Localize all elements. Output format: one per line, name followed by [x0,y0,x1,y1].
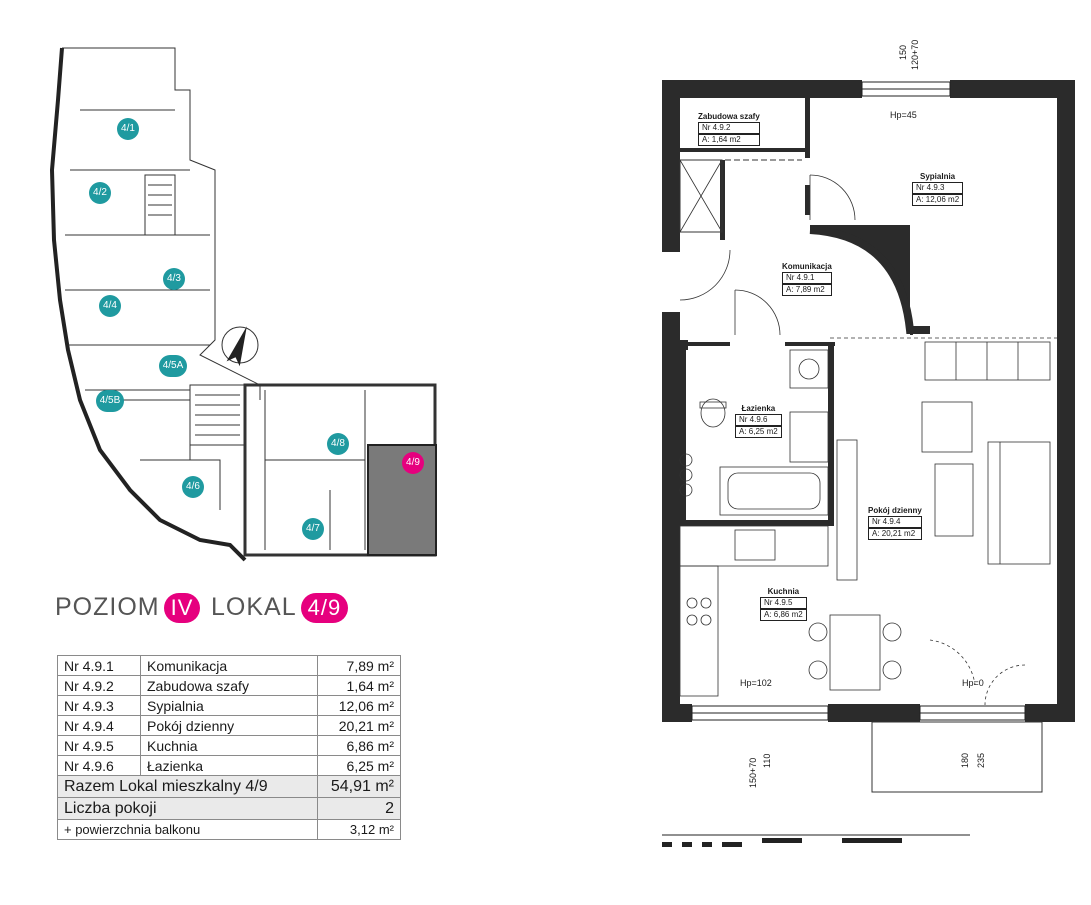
apartment-plan: 150 120+70 Hp=45 Hp=102 Hp=0 150+70 110 … [640,30,1080,890]
room-area: A: 6,86 m2 [760,609,807,621]
room-number: Nr 4.9.3 [912,182,964,194]
total-value: 54,91 m² [317,775,401,798]
room-number-cell: Nr 4.9.1 [57,655,141,676]
dim-bot-150: 150+70 [748,757,758,788]
table-row: Nr 4.9.6 Łazienka 6,25 m² [57,755,401,776]
balcony-row: + powierzchnia balkonu 3,12 m² [57,819,401,840]
room-name: Pokój dzienny [868,506,922,515]
room-label-pokoj-dzienny: Pokój dzienny Nr 4.9.4 A: 20,21 m2 [868,506,922,540]
table-row: Nr 4.9.5 Kuchnia 6,86 m² [57,735,401,756]
room-label-kuchnia: Kuchnia Nr 4.9.5 A: 6,86 m2 [760,587,807,621]
level-value-badge: IV [163,593,201,623]
room-label-komunikacja: Komunikacja Nr 4.9.1 A: 7,89 m2 [782,262,832,296]
room-number: Nr 4.9.6 [735,414,782,426]
table-row: Nr 4.9.3 Sypialnia 12,06 m² [57,695,401,716]
room-number: Nr 4.9.2 [698,122,760,134]
unit-badge-4-5b[interactable]: 4/5B [96,390,124,412]
room-area: A: 20,21 m2 [868,528,922,540]
room-name: Zabudowa szafy [698,112,760,121]
north-arrow-icon [221,326,259,367]
unit-badge-4-7[interactable]: 4/7 [302,518,324,540]
room-label-lazienka: Łazienka Nr 4.9.6 A: 6,25 m2 [735,404,782,438]
dim-hp0: Hp=0 [962,678,984,688]
dim-bot-180: 180 [960,752,970,768]
room-area-cell: 1,64 m² [317,675,401,696]
room-label-sypialnia: Sypialnia Nr 4.9.3 A: 12,06 m2 [912,172,964,206]
unit-badge-4-3[interactable]: 4/3 [163,268,185,290]
balcony-value: 3,12 m² [317,819,401,840]
room-number: Nr 4.9.5 [760,597,807,609]
key-plan: 4/1 4/2 4/3 4/4 4/5A 4/5B 4/6 4/7 4/8 4/… [40,40,450,580]
dim-bot-110: 110 [762,753,772,768]
area-table: Nr 4.9.1 Komunikacja 7,89 m² Nr 4.9.2 Za… [57,655,401,840]
balcony-label: + powierzchnia balkonu [57,819,318,840]
room-area-cell: 6,86 m² [317,735,401,756]
rooms-count-row: Liczba pokoji 2 [57,797,401,820]
room-area: A: 1,64 m2 [698,134,760,146]
room-number: Nr 4.9.1 [782,272,832,284]
room-name-cell: Sypialnia [140,695,318,716]
unit-label: LOKAL [211,593,297,621]
unit-badge-4-8[interactable]: 4/8 [327,433,349,455]
dim-hp102: Hp=102 [740,678,772,688]
room-name: Kuchnia [767,587,800,596]
dim-top-150: 150 [898,44,908,60]
room-number-cell: Nr 4.9.4 [57,715,141,736]
unit-badge-4-6[interactable]: 4/6 [182,476,204,498]
unit-value-badge: 4/9 [300,593,349,623]
room-area: A: 6,25 m2 [735,426,782,438]
dim-top-120: 120+70 [910,39,920,70]
unit-badge-4-2[interactable]: 4/2 [89,182,111,204]
rooms-count-value: 2 [317,797,401,820]
room-area-cell: 20,21 m² [317,715,401,736]
scale-bar-icon [662,834,970,847]
total-label: Razem Lokal mieszkalny 4/9 [57,775,318,798]
room-number: Nr 4.9.4 [868,516,922,528]
apartment-plan-drawing [662,80,1075,847]
room-name-cell: Komunikacja [140,655,318,676]
rooms-count-label: Liczba pokoji [57,797,318,820]
room-name: Łazienka [741,404,776,413]
room-name-cell: Łazienka [140,755,318,776]
unit-badge-4-5a[interactable]: 4/5A [159,355,187,377]
room-name-cell: Kuchnia [140,735,318,756]
room-name: Komunikacja [782,262,832,271]
dim-hp45: Hp=45 [890,110,917,120]
room-number-cell: Nr 4.9.3 [57,695,141,716]
room-area-cell: 6,25 m² [317,755,401,776]
room-number-cell: Nr 4.9.2 [57,675,141,696]
room-name-cell: Pokój dzienny [140,715,318,736]
room-area: A: 12,06 m2 [912,194,964,206]
room-name: Sypialnia [920,172,956,181]
unit-badge-4-9[interactable]: 4/9 [402,452,424,474]
room-name-cell: Zabudowa szafy [140,675,318,696]
unit-badge-4-4[interactable]: 4/4 [99,295,121,317]
unit-badge-4-1[interactable]: 4/1 [117,118,139,140]
room-area-cell: 12,06 m² [317,695,401,716]
room-label-zabudowa: Zabudowa szafy Nr 4.9.2 A: 1,64 m2 [698,112,760,146]
room-number-cell: Nr 4.9.5 [57,735,141,756]
dim-bot-235: 235 [976,752,986,768]
room-area-cell: 7,89 m² [317,655,401,676]
total-row: Razem Lokal mieszkalny 4/9 54,91 m² [57,775,401,798]
room-number-cell: Nr 4.9.6 [57,755,141,776]
level-label: POZIOM [55,593,160,621]
table-row: Nr 4.9.2 Zabudowa szafy 1,64 m² [57,675,401,696]
table-row: Nr 4.9.1 Komunikacja 7,89 m² [57,655,401,676]
table-row: Nr 4.9.4 Pokój dzienny 20,21 m² [57,715,401,736]
room-area: A: 7,89 m2 [782,284,832,296]
